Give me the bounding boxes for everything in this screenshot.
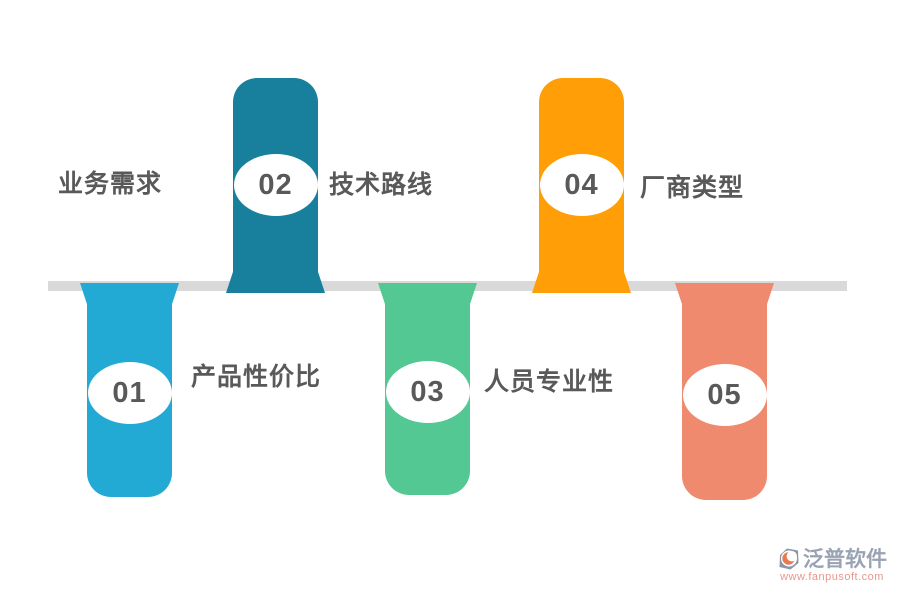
- step-number-badge: 01: [87, 362, 172, 424]
- step-number-badge: 02: [233, 154, 318, 216]
- tab-flange: [226, 272, 325, 293]
- step-tab-04: 04: [532, 78, 631, 293]
- step-number: 02: [258, 168, 293, 201]
- watermark-brand: 泛普软件: [803, 547, 887, 571]
- step-number-badge: 04: [539, 154, 624, 216]
- step-number: 01: [112, 376, 147, 409]
- step-number-badge: 03: [385, 361, 470, 423]
- step-tab-03: 03: [378, 283, 477, 495]
- step-number: 05: [707, 378, 742, 411]
- step-tab-02: 02: [226, 78, 325, 293]
- fanpu-logo-icon: [779, 548, 799, 570]
- label-step-04: 厂商类型: [640, 174, 745, 202]
- tab-flange: [675, 283, 774, 304]
- step-number-badge: 05: [682, 364, 767, 426]
- tab-flange: [378, 283, 477, 304]
- step-tab-01: 01: [80, 283, 179, 497]
- step-number: 04: [564, 168, 599, 201]
- label-business-needs: 业务需求: [58, 170, 163, 198]
- label-step-02: 技术路线: [329, 171, 434, 199]
- tab-flange: [80, 283, 179, 304]
- watermark-url: www.fanpusoft.com: [780, 571, 884, 583]
- step-number: 03: [410, 375, 445, 408]
- watermark: 泛普软件 www.fanpusoft.com: [770, 547, 894, 584]
- label-step-01: 产品性价比: [191, 363, 322, 391]
- label-step-03: 人员专业性: [484, 368, 615, 396]
- step-tab-05: 05: [675, 283, 774, 500]
- tab-flange: [532, 272, 631, 293]
